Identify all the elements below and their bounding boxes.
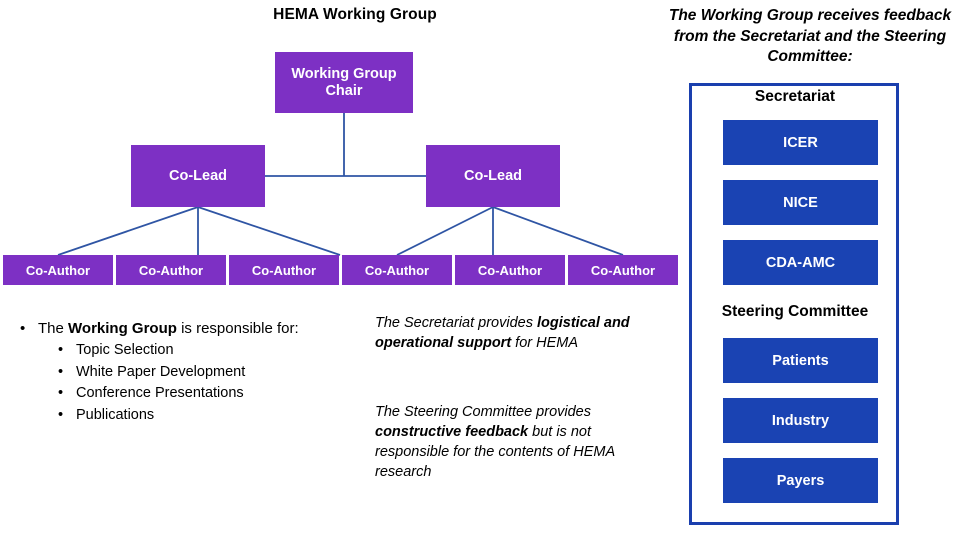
list-item: • Topic Selection — [10, 340, 355, 362]
node-cda-amc[interactable]: CDA-AMC — [723, 240, 878, 285]
bullet-dot-icon: • — [58, 363, 64, 380]
note-bold: constructive feedback — [375, 424, 529, 440]
intro-suffix: is responsible for: — [176, 320, 299, 337]
note-bold: logistical and operational support — [375, 315, 630, 351]
node-working-group-chair[interactable]: Working Group Chair — [275, 52, 413, 113]
node-co-lead-right[interactable]: Co-Lead — [426, 145, 560, 207]
node-co-author-5[interactable]: Co-Author — [455, 255, 565, 285]
intro-bold: Working Group — [68, 320, 177, 337]
bullet-dot-icon: • — [20, 320, 26, 337]
list-item-label: White Paper Development — [76, 363, 246, 380]
list-item-label: Publications — [76, 406, 155, 423]
list-item-intro: • The Working Group is responsible for: — [10, 318, 355, 339]
node-icer[interactable]: ICER — [723, 120, 878, 165]
list-item: • White Paper Development — [10, 362, 355, 384]
node-nice[interactable]: NICE — [723, 180, 878, 225]
bullet-dot-icon: • — [58, 406, 64, 423]
node-co-author-6[interactable]: Co-Author — [568, 255, 678, 285]
intro-prefix: The — [38, 320, 69, 337]
node-industry[interactable]: Industry — [723, 398, 878, 443]
node-payers[interactable]: Payers — [723, 458, 878, 503]
note-suffix: but is not responsible for the contents … — [375, 424, 615, 480]
page-title-left: HEMA Working Group — [273, 6, 437, 23]
list-item: • Publications — [10, 405, 355, 427]
node-co-author-2[interactable]: Co-Author — [116, 255, 226, 285]
node-co-lead-left[interactable]: Co-Lead — [131, 145, 265, 207]
group-label-steering-committee: Steering Committee — [721, 303, 869, 320]
responsibilities-list: • The Working Group is responsible for: … — [10, 318, 355, 426]
note-prefix: The Secretariat provides — [375, 315, 537, 331]
note-prefix: The Steering Committee provides — [375, 404, 591, 420]
group-label-secretariat: Secretariat — [754, 88, 836, 105]
secretariat-note: The Secretariat provides logistical and … — [375, 313, 675, 353]
steering-note: The Steering Committee provides construc… — [375, 402, 665, 482]
node-patients[interactable]: Patients — [723, 338, 878, 383]
node-co-author-4[interactable]: Co-Author — [342, 255, 452, 285]
list-item-label: Topic Selection — [76, 342, 174, 358]
page-title-right: The Working Group receives feedback from… — [668, 7, 952, 65]
node-co-author-3[interactable]: Co-Author — [229, 255, 339, 285]
node-co-author-1[interactable]: Co-Author — [3, 255, 113, 285]
list-item: • Conference Presentations — [10, 383, 355, 405]
bullet-dot-icon: • — [58, 342, 64, 358]
list-item-label: Conference Presentations — [76, 385, 244, 401]
bullet-dot-icon: • — [58, 385, 64, 401]
note-suffix: for HEMA — [511, 335, 579, 351]
